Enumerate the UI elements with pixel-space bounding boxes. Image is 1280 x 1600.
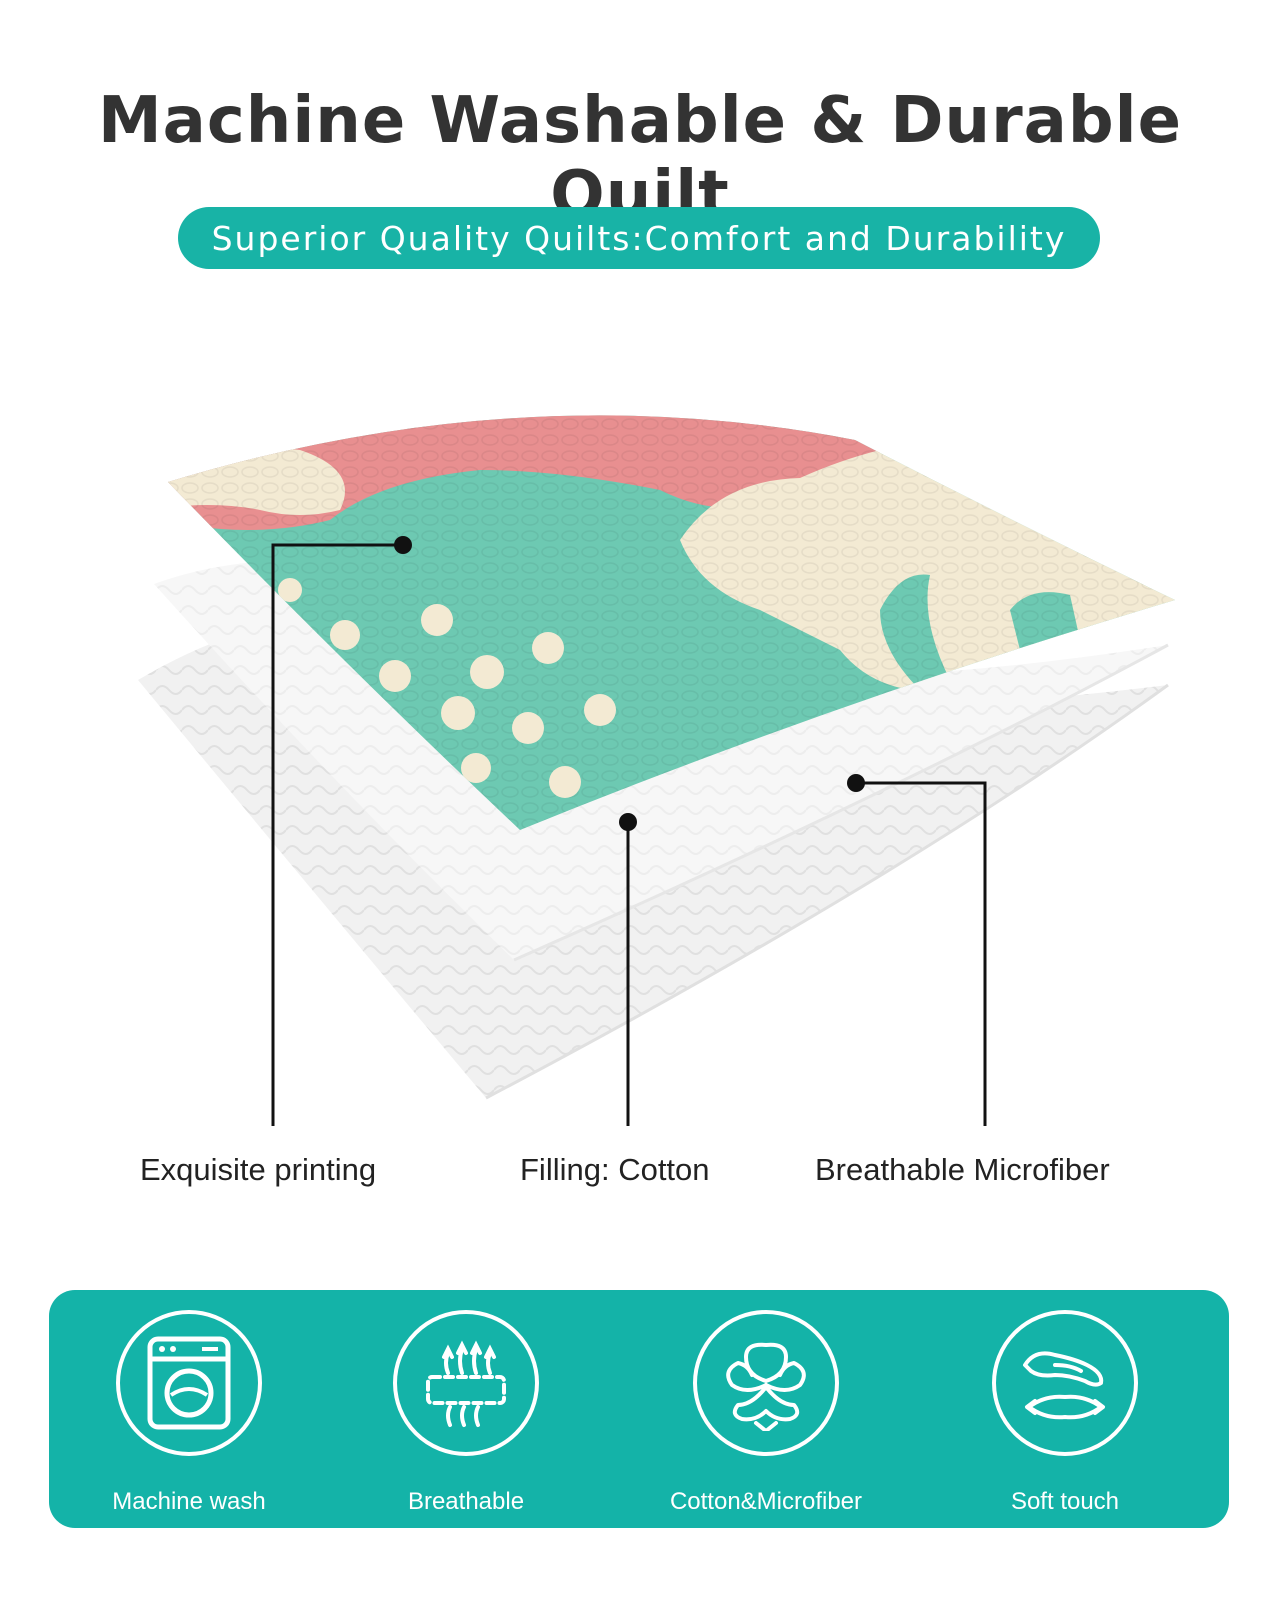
feature-label: Cotton&Microfiber xyxy=(669,1488,863,1515)
label-microfiber: Breathable Microfiber xyxy=(815,1152,1110,1187)
cotton-flower-icon xyxy=(693,1310,839,1456)
feature-cotton-microfiber: Cotton&Microfiber xyxy=(646,1310,886,1520)
label-filling: Filling: Cotton xyxy=(520,1152,710,1187)
feature-soft-touch: Soft touch xyxy=(945,1310,1185,1520)
soft-touch-icon xyxy=(992,1310,1138,1456)
filling-marker xyxy=(619,813,637,831)
subtitle-text: Superior Quality Quilts:Comfort and Dura… xyxy=(211,218,1067,258)
printing-marker xyxy=(394,536,412,554)
feature-breathable: Breathable xyxy=(346,1310,586,1520)
breathable-icon xyxy=(393,1310,539,1456)
leader-lines xyxy=(271,543,987,1126)
feature-machine-wash: Machine wash xyxy=(69,1310,309,1520)
feature-label: Soft touch xyxy=(1010,1488,1120,1515)
feature-label: Breathable xyxy=(407,1488,525,1515)
feature-label: Machine wash xyxy=(112,1488,266,1515)
label-printing: Exquisite printing xyxy=(140,1152,377,1187)
features-panel: Machine wash Breathable xyxy=(49,1290,1229,1528)
microfiber-marker xyxy=(847,774,865,792)
subtitle-badge: Superior Quality Quilts:Comfort and Dura… xyxy=(178,207,1100,269)
washing-machine-icon xyxy=(116,1310,262,1456)
quilt-layers-illustration xyxy=(138,415,1175,1126)
page-title: Machine Washable & Durable Quilt xyxy=(97,84,1183,232)
